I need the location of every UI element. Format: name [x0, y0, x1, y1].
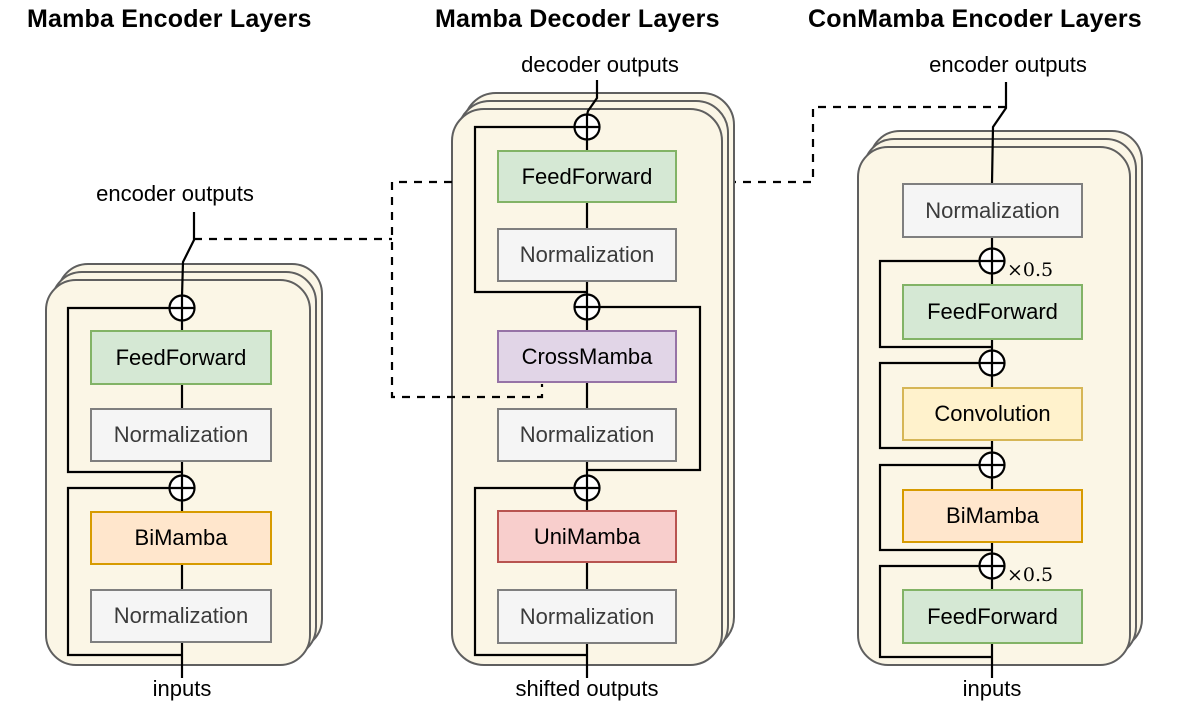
- wire-left-encoder-outputs: [180, 212, 196, 297]
- label-left-encoder-outputs: encoder outputs: [96, 181, 254, 206]
- residual-skip-conmamba-convolution: [878, 361, 992, 450]
- add-icon: [978, 451, 1006, 479]
- add-icon: [573, 474, 601, 502]
- label-right-inputs: inputs: [962, 676, 1022, 701]
- add-icon: [573, 113, 601, 141]
- residual-skip-left-bimamba: [66, 486, 182, 657]
- block-normalization: Normalization: [497, 228, 677, 282]
- block-convolution: Convolution: [902, 387, 1083, 441]
- panel-title-conmamba-encoder: ConMamba Encoder Layers: [808, 5, 1142, 33]
- wire-decoder-outputs: [585, 80, 599, 116]
- residual-skip-decoder-crossmamba: [587, 305, 702, 472]
- block-feedforward: FeedForward: [497, 150, 677, 203]
- add-icon: [168, 294, 196, 322]
- label-left-inputs: inputs: [152, 676, 212, 701]
- add-icon: [978, 349, 1006, 377]
- block-normalization: Normalization: [90, 589, 272, 643]
- residual-scale-label-top: ×0.5: [1007, 259, 1054, 281]
- panel-title-mamba-encoder: Mamba Encoder Layers: [27, 5, 312, 33]
- block-unimamba: UniMamba: [497, 510, 677, 563]
- panel-title-mamba-decoder: Mamba Decoder Layers: [435, 5, 720, 33]
- residual-scale-label-bottom: ×0.5: [1007, 564, 1054, 586]
- block-bimamba: BiMamba: [90, 511, 272, 565]
- block-normalization: Normalization: [90, 408, 272, 462]
- block-crossmamba: CrossMamba: [497, 330, 677, 383]
- residual-skip-decoder-unimamba: [473, 486, 587, 657]
- label-right-encoder-outputs: encoder outputs: [929, 52, 1087, 77]
- residual-skip-conmamba-feedforward-bottom: [878, 564, 992, 659]
- residual-skip-decoder-feedforward: [473, 125, 587, 294]
- block-feedforward: FeedForward: [902, 589, 1083, 644]
- add-icon: [573, 293, 601, 321]
- block-feedforward: FeedForward: [902, 284, 1083, 340]
- block-feedforward: FeedForward: [90, 330, 272, 385]
- wire-conmamba-encoder-outputs: [990, 82, 1008, 184]
- add-icon: [978, 552, 1006, 580]
- residual-skip-conmamba-feedforward-top: [878, 259, 992, 349]
- dashed-wire-into-crossmamba: [390, 180, 544, 399]
- block-normalization: Normalization: [902, 183, 1083, 238]
- add-icon: [168, 474, 196, 502]
- block-bimamba: BiMamba: [902, 489, 1083, 543]
- residual-skip-left-feedforward: [66, 306, 182, 474]
- residual-skip-conmamba-bimamba: [878, 463, 992, 552]
- label-decoder-outputs: decoder outputs: [521, 52, 679, 77]
- block-normalization: Normalization: [497, 408, 677, 462]
- dashed-wire-conmamba-encoder-outputs: [735, 105, 1006, 184]
- add-icon: [978, 247, 1006, 275]
- label-shifted-outputs: shifted outputs: [515, 676, 659, 701]
- block-normalization: Normalization: [497, 589, 677, 644]
